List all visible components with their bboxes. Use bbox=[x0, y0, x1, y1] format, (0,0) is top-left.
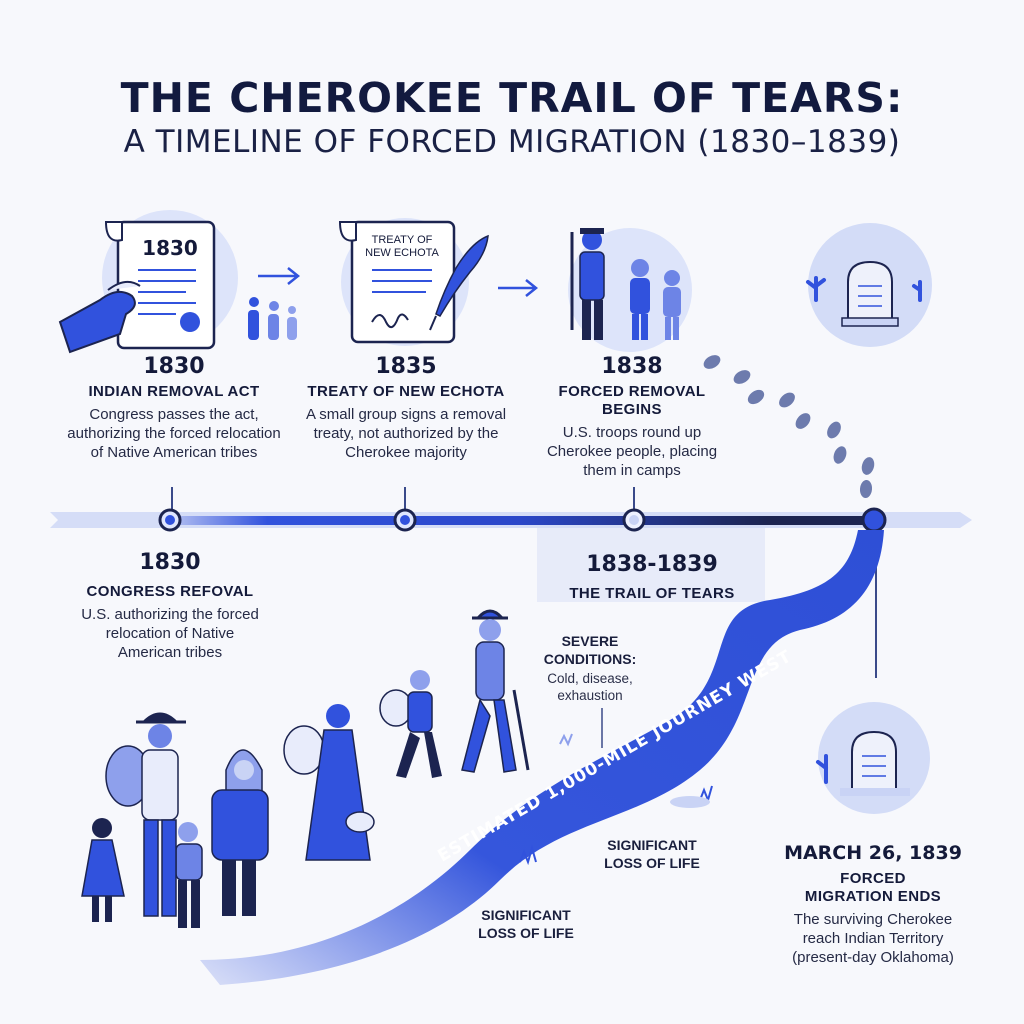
event-1830-top: 1830 INDIAN REMOVAL ACT Congress passes … bbox=[64, 354, 284, 462]
page-title: THE CHEROKEE TRAIL OF TEARS: bbox=[120, 74, 904, 122]
soldier-family-icon bbox=[568, 228, 692, 352]
event-description: The surviving Cherokee reach Indian Terr… bbox=[792, 911, 954, 966]
walking-people-illustration bbox=[81, 609, 530, 928]
small-child-figure bbox=[175, 822, 203, 928]
event-year: 1830 bbox=[139, 550, 201, 575]
event-1835-top: 1835 TREATY OF NEW ECHOTA A small group … bbox=[296, 354, 516, 462]
man-with-backpack-figure bbox=[105, 712, 186, 917]
event-year: 1838-1839 bbox=[586, 552, 718, 577]
event-description: U.S. troops round up Cherokee people, pl… bbox=[546, 424, 718, 479]
timeline-axis bbox=[50, 512, 972, 528]
milestone-dot-1835 bbox=[393, 508, 417, 532]
loss-of-life-note-1: SIGNIFICANT LOSS OF LIFE bbox=[604, 837, 700, 871]
grass-tuft-icon bbox=[519, 844, 537, 866]
gravestone-icon-top bbox=[806, 223, 932, 347]
hooded-elder-figure bbox=[211, 749, 269, 916]
event-description: A small group signs a removal treaty, no… bbox=[305, 406, 507, 461]
loss-of-life-note-2: SIGNIFICANT LOSS OF LIFE bbox=[478, 907, 574, 941]
child-with-bundle-figure bbox=[379, 670, 442, 778]
treaty-label-line1: TREATY OF bbox=[372, 234, 433, 246]
event-heading: TREATY OF NEW ECHOTA bbox=[307, 383, 505, 400]
milestone-dot-1839 bbox=[861, 507, 887, 533]
event-year: 1835 bbox=[375, 354, 437, 379]
woman-with-basket-figure bbox=[283, 704, 375, 861]
event-1830-bottom: 1830 CONGRESS REFOVAL U.S. authorizing t… bbox=[60, 550, 280, 662]
severe-conditions-note: SEVERE CONDITIONS: Cold, disease, exhaus… bbox=[540, 632, 660, 704]
footprints-icon bbox=[703, 355, 875, 498]
grass-tuft-icon bbox=[559, 733, 573, 747]
event-trail-of-tears: 1838-1839 THE TRAIL OF TEARS bbox=[540, 552, 764, 603]
severe-conditions-detail: Cold, disease, exhaustion bbox=[547, 671, 633, 703]
event-1839-end: MARCH 26, 1839 FORCED MIGRATION ENDS The… bbox=[768, 842, 978, 967]
event-year: 1830 bbox=[143, 354, 205, 379]
treaty-document-icon bbox=[338, 218, 539, 346]
elder-figure bbox=[461, 609, 530, 773]
event-heading: THE TRAIL OF TEARS bbox=[569, 585, 735, 602]
event-year: 1838 bbox=[601, 354, 663, 379]
grass-tuft-icon bbox=[699, 785, 713, 804]
girl-figure bbox=[81, 818, 125, 922]
page-subtitle: A TIMELINE OF FORCED MIGRATION (1830–183… bbox=[123, 124, 901, 160]
scroll-year-label: 1830 bbox=[142, 236, 198, 260]
gravestone-icon-bottom bbox=[816, 702, 930, 814]
event-description: U.S. authorizing the forced relocation o… bbox=[81, 606, 259, 661]
event-heading: CONGRESS REFOVAL bbox=[86, 583, 254, 600]
severe-conditions-heading: SEVERE CONDITIONS: bbox=[543, 633, 637, 667]
event-heading: INDIAN REMOVAL ACT bbox=[88, 383, 260, 400]
milestone-dot-1830 bbox=[158, 508, 182, 532]
event-heading: FORCED MIGRATION ENDS bbox=[804, 870, 942, 905]
event-year: MARCH 26, 1839 bbox=[784, 842, 962, 864]
event-1838-top: 1838 FORCED REMOVAL BEGINS U.S. troops r… bbox=[534, 354, 730, 480]
milestone-dot-1838 bbox=[622, 508, 646, 532]
event-description: Congress passes the act, authorizing the… bbox=[67, 406, 281, 461]
treaty-label-line2: NEW ECHOTA bbox=[365, 247, 439, 259]
event-heading: FORCED REMOVAL BEGINS bbox=[558, 383, 706, 418]
removal-act-scroll-icon bbox=[58, 210, 301, 354]
